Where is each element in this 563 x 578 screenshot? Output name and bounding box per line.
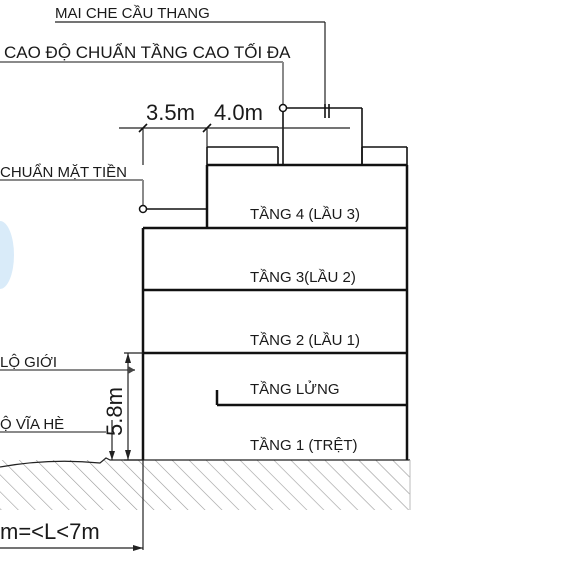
ground-line — [0, 457, 410, 468]
ground-hatch — [0, 460, 410, 510]
roof-stair-label: MAI CHE CẦU THANG — [55, 5, 210, 22]
boundary-label: LỘ GIỚI — [0, 354, 57, 371]
height-dimension — [109, 352, 143, 461]
floor-2-label: TẦNG 2 (LẦU 1) — [250, 332, 360, 349]
ground-height-label: 5.8m — [102, 387, 127, 436]
lot-width-dimension — [0, 460, 144, 551]
mezzanine-label: TẦNG LỬNG — [250, 380, 340, 398]
lot-width-label: m=<L<7m — [0, 519, 100, 544]
setback-1-label: 3.5m — [146, 100, 195, 125]
floor-1-label: TẦNG 1 (TRỆT) — [250, 437, 358, 454]
facade-height-label: CHUẨN MẶT TIỀN — [0, 163, 127, 181]
floor-3-label: TẦNG 3(LẦU 2) — [250, 269, 356, 286]
facade-height-marker — [138, 204, 148, 214]
building-outline — [141, 163, 409, 460]
roof-structure — [206, 107, 408, 165]
height-markers — [0, 21, 330, 433]
glow-mark — [0, 221, 14, 289]
sidewalk-label: Ộ VĨA HÈ — [0, 416, 64, 433]
floor-4-label: TẦNG 4 (LẦU 3) — [250, 206, 360, 223]
max-height-marker — [278, 103, 288, 113]
setback-dimension — [119, 120, 350, 165]
setback-2-label: 4.0m — [214, 100, 263, 125]
max-height-label: CAO ĐỘ CHUẨN TẦNG CAO TỐI ĐA — [4, 42, 291, 62]
